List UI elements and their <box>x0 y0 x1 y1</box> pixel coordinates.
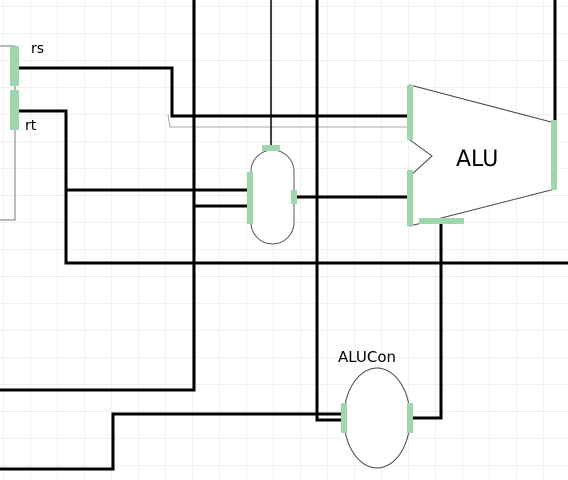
thin-wire-rs <box>167 114 410 128</box>
alu-label: ALU <box>456 147 498 172</box>
wire-left-vertical[interactable] <box>0 0 196 392</box>
port-alu-out[interactable] <box>551 120 557 190</box>
port-mux-select[interactable] <box>262 145 280 151</box>
port-alu-in-a[interactable] <box>407 85 413 140</box>
wire-bottom[interactable] <box>0 412 347 471</box>
rs-label: rs <box>31 41 44 57</box>
port-mux-out[interactable] <box>291 190 297 204</box>
rt-label: rt <box>25 118 37 134</box>
port-alu-control[interactable] <box>419 218 464 224</box>
port-rt[interactable] <box>10 90 19 130</box>
port-mux-in[interactable] <box>247 172 253 224</box>
alucon-label: ALUCon <box>338 348 396 366</box>
port-alucon-out[interactable] <box>407 403 413 433</box>
register-file-block[interactable] <box>0 45 16 221</box>
wire-rs[interactable] <box>16 66 412 118</box>
port-alucon-in[interactable] <box>341 403 347 433</box>
port-alu-in-b[interactable] <box>407 170 413 226</box>
port-rs[interactable] <box>10 46 19 86</box>
alucon-unit[interactable] <box>343 367 411 469</box>
ports <box>10 46 557 433</box>
wire-alucon-out[interactable] <box>407 221 443 420</box>
wire-top-vertical[interactable] <box>315 0 347 422</box>
mux[interactable] <box>250 149 295 245</box>
